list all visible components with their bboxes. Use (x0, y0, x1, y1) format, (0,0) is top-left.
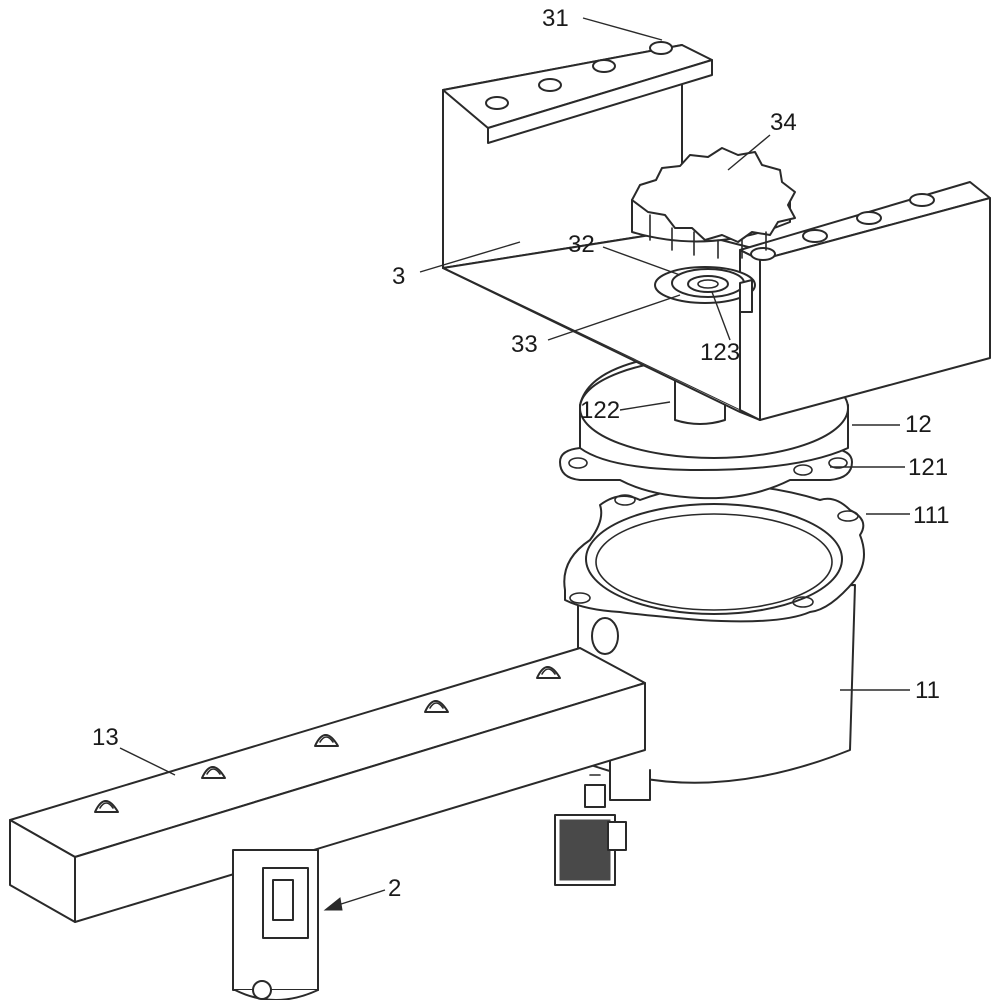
frame-holes (485, 41, 935, 261)
label-32: 32 (568, 231, 595, 258)
label-111: 111 (913, 502, 949, 529)
brush-block (554, 814, 627, 886)
lower-housing (563, 484, 865, 808)
label-3: 3 (392, 263, 405, 290)
arm-tabs (94, 666, 561, 813)
horizontal-arm (9, 647, 646, 923)
label-34: 34 (770, 109, 797, 136)
leader-lines (119, 17, 910, 911)
gear (631, 147, 796, 259)
label-121: 121 (908, 454, 948, 481)
label-122: 122 (580, 397, 620, 424)
label-2: 2 (388, 875, 401, 902)
label-31: 31 (542, 5, 569, 32)
label-12: 12 (905, 411, 932, 438)
label-13: 13 (92, 724, 119, 751)
label-123: 123 (700, 339, 740, 366)
label-33: 33 (511, 331, 538, 358)
bearing (654, 266, 756, 313)
nozzle (232, 849, 319, 1000)
label-11: 11 (915, 677, 940, 704)
reference-numerals: 31 34 32 3 33 123 122 12 121 111 11 13 2 (92, 5, 949, 902)
arrowhead-2 (323, 897, 343, 911)
